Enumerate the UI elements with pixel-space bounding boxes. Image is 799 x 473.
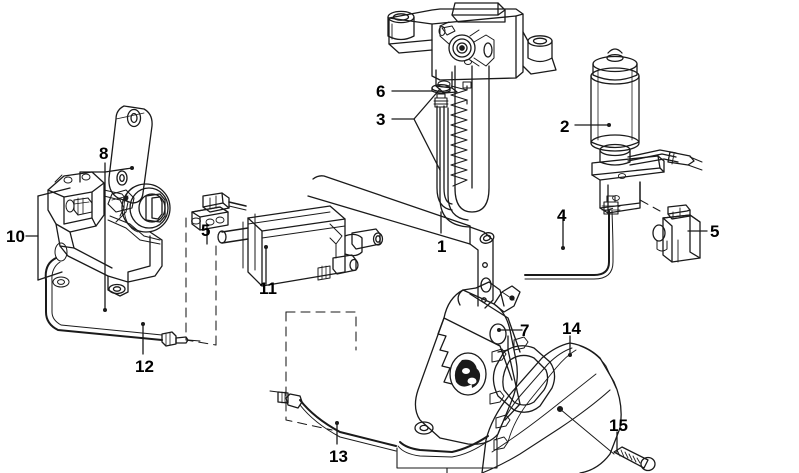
dashed-guide-lines [185, 199, 661, 431]
callout-1[interactable]: 1 [437, 237, 447, 256]
part-2-drive-motor [590, 48, 703, 214]
callout-4[interactable]: 4 [557, 206, 567, 225]
callout-2[interactable]: 2 [560, 117, 570, 136]
callout-7[interactable]: 7 [520, 321, 530, 340]
callout-6[interactable]: 6 [376, 82, 386, 101]
part-11-pump-cylinder [217, 205, 384, 287]
part-4-bowden-cable [524, 195, 621, 280]
part-14-trim-cover [481, 342, 622, 473]
part-3-spring-rod [433, 93, 453, 211]
part-6-hex-bolt [431, 83, 451, 94]
part-12-control-rod [44, 257, 201, 347]
part-10-gear-unit [47, 171, 171, 297]
leader-lines [25, 88, 708, 453]
part-15-fixing-screw [559, 408, 656, 472]
part-5-clip-right [652, 204, 701, 263]
callout-3[interactable]: 3 [376, 110, 386, 129]
callout-5-right[interactable]: 5 [710, 222, 720, 241]
part-5-clip-left [191, 192, 247, 231]
bottom-callout-bracket [396, 439, 498, 473]
part-8-lever-arm [107, 105, 153, 213]
callout-15[interactable]: 15 [609, 416, 628, 435]
part-13-control-rod-rear [269, 390, 397, 452]
callout-11[interactable]: 11 [259, 279, 277, 298]
callout-13[interactable]: 13 [329, 447, 348, 466]
callout-5-left[interactable]: 5 [201, 221, 211, 240]
callout-14[interactable]: 14 [562, 319, 581, 338]
callout-10[interactable]: 10 [6, 227, 25, 246]
callout-8[interactable]: 8 [99, 144, 109, 163]
callout-12[interactable]: 12 [135, 357, 154, 376]
part-1-seat-frame [307, 2, 557, 309]
